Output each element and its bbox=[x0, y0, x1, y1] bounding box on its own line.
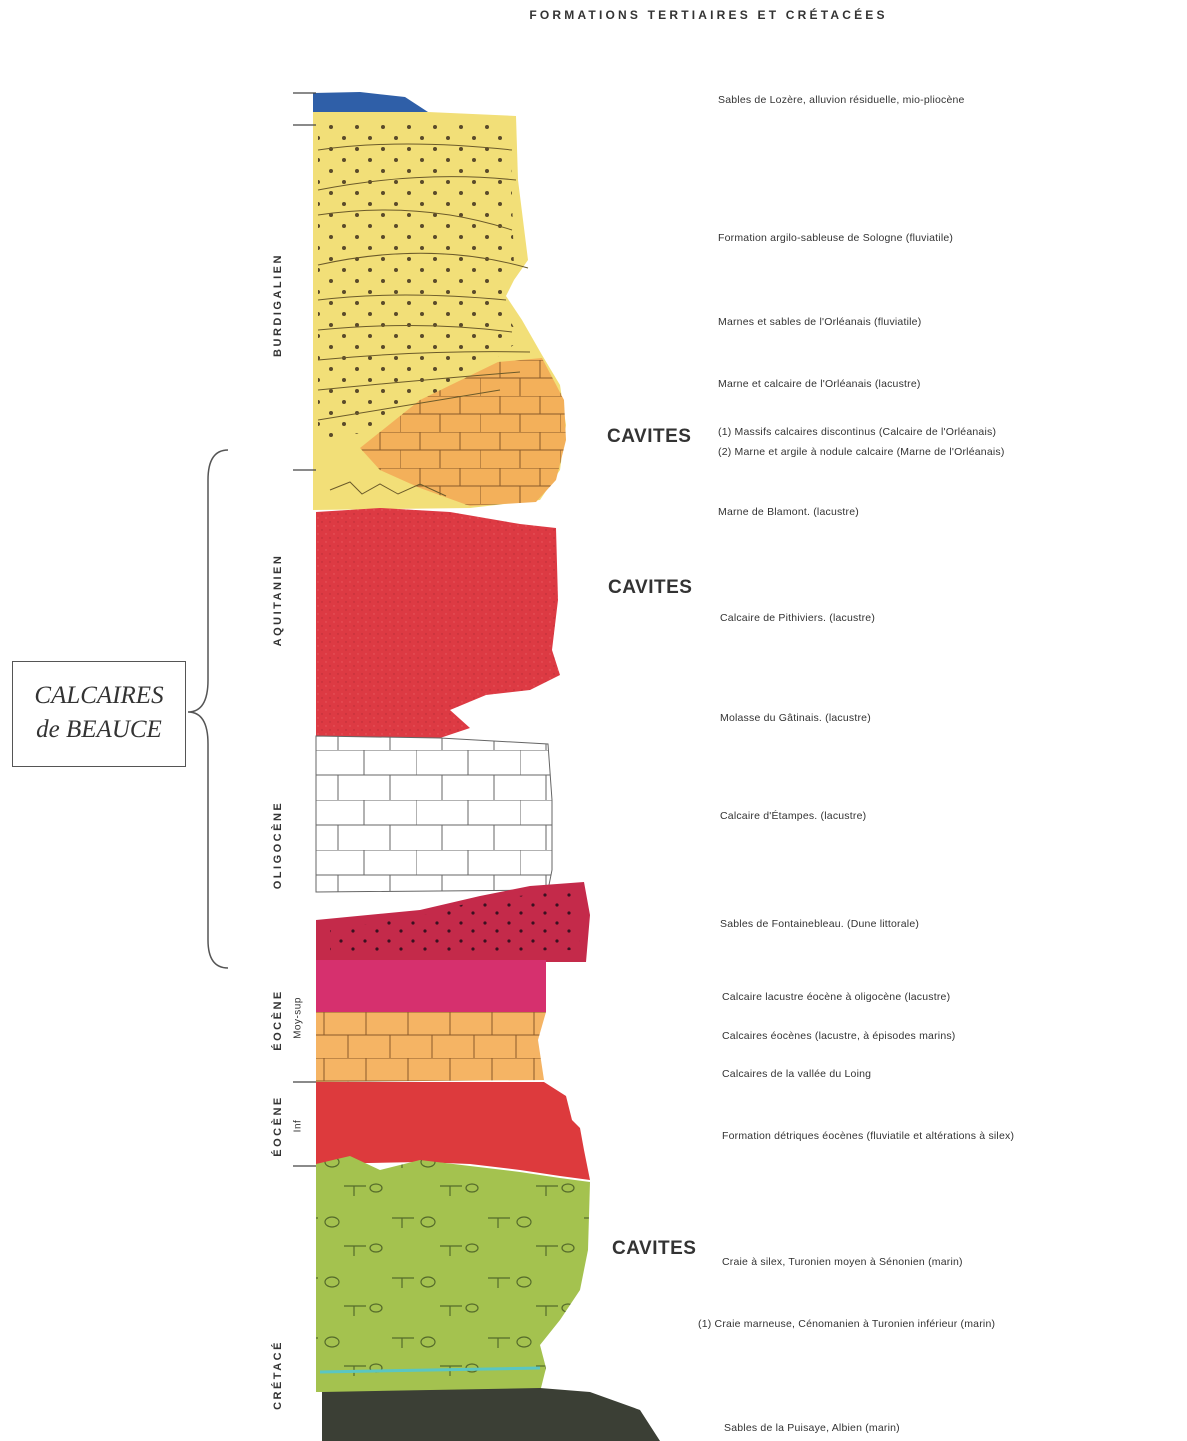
label-craie-silex: Craie à silex, Turonien moyen à Sénonien… bbox=[722, 1256, 963, 1268]
stage-burdigalien: BURDIGALIEN bbox=[272, 253, 284, 357]
layer-craie bbox=[316, 1156, 590, 1392]
label-puisaye: Sables de la Puisaye, Albien (marin) bbox=[724, 1422, 900, 1434]
label-lozere: Sables de Lozère, alluvion résiduelle, m… bbox=[718, 94, 965, 106]
label-gatinais: Molasse du Gâtinais. (lacustre) bbox=[720, 712, 871, 724]
stage-aquitanien: AQUITANIEN bbox=[272, 553, 284, 647]
stage-eocene-sup-sub: Moy-sup bbox=[292, 997, 304, 1039]
label-marne-argile: (2) Marne et argile à nodule calcaire (M… bbox=[718, 446, 1005, 458]
stage-oligocene: OLIGOCÈNE bbox=[272, 800, 284, 890]
label-calcaires-eocenes: Calcaires éocènes (lacustre, à épisodes … bbox=[722, 1030, 956, 1042]
cavites-label-1: CAVITES bbox=[607, 426, 692, 447]
layer-fontainebleau-dots bbox=[330, 890, 580, 952]
label-fontainebleau: Sables de Fontainebleau. (Dune littorale… bbox=[720, 918, 920, 930]
layer-calcaires-eocenes bbox=[316, 1012, 546, 1082]
layer-puisaye bbox=[322, 1388, 660, 1441]
beauce-brace bbox=[187, 449, 229, 969]
beauce-line1: CALCAIRES bbox=[34, 682, 164, 709]
stage-boundary-ticks bbox=[293, 92, 316, 1167]
label-sologne: Formation argilo-sableuse de Sologne (fl… bbox=[718, 232, 954, 244]
stage-eocene-sup: ÉOCÈNE bbox=[272, 989, 284, 1051]
label-massifs: (1) Massifs calcaires discontinus (Calca… bbox=[718, 426, 997, 438]
label-marne-calcaire-orleanais: Marne et calcaire de l'Orléanais (lacust… bbox=[718, 378, 921, 390]
label-etampes: Calcaire d'Étampes. (lacustre) bbox=[720, 810, 867, 822]
layer-lacustre-eocene bbox=[316, 960, 546, 1012]
cavites-label-3: CAVITES bbox=[612, 1238, 697, 1259]
layer-orleanais-limestone bbox=[360, 358, 566, 506]
calcaires-de-beauce-box: CALCAIRES de BEAUCE bbox=[12, 661, 186, 767]
label-loing: Calcaires de la vallée du Loing bbox=[722, 1068, 872, 1080]
layer-lozere bbox=[313, 92, 428, 112]
layer-sologne-dots bbox=[318, 118, 520, 440]
page-title: FORMATIONS TERTIAIRES ET CRÉTACÉES bbox=[529, 8, 888, 22]
craie-blue-line bbox=[319, 1366, 541, 1374]
layer-detritique bbox=[316, 1082, 590, 1180]
stage-cretace: CRÉTACÉ bbox=[272, 1340, 284, 1410]
beauce-line2: de BEAUCE bbox=[36, 716, 162, 743]
cavites-label-2: CAVITES bbox=[608, 577, 693, 598]
stage-eocene-inf: ÉOCÈNE bbox=[272, 1095, 284, 1157]
label-marnes-sables-orleanais: Marnes et sables de l'Orléanais (fluviat… bbox=[718, 316, 922, 328]
stage-eocene-inf-sub: Inf bbox=[292, 1119, 304, 1133]
layer-pithiviers bbox=[316, 508, 560, 738]
label-craie-marneuse: (1) Craie marneuse, Cénomanien à Turonie… bbox=[698, 1318, 996, 1330]
label-pithiviers: Calcaire de Pithiviers. (lacustre) bbox=[720, 612, 876, 624]
label-detritique: Formation détriques éocènes (fluviatile … bbox=[722, 1130, 1015, 1142]
cross-bedding-lines bbox=[317, 143, 531, 497]
layer-etampes bbox=[315, 735, 553, 893]
label-lacustre-eocene: Calcaire lacustre éocène à oligocène (la… bbox=[722, 991, 951, 1003]
label-blamont: Marne de Blamont. (lacustre) bbox=[718, 506, 859, 518]
